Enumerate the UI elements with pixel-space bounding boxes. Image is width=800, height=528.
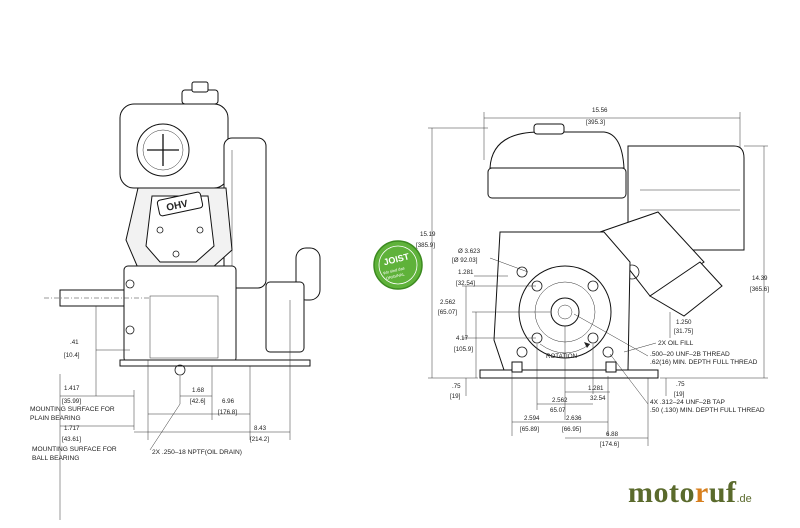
oil-drain-plug [174, 364, 186, 376]
engine-front-view: 15.56 [395.3] ROTATION [416, 107, 769, 448]
dim-15.56: 15.56 [592, 107, 608, 114]
joist-original-stamp: JOIST Wir sind das ORIGINAL [373, 240, 423, 290]
dim-dia-92.03: [Ø 92.03] [452, 257, 478, 264]
mount-hole-4 [587, 332, 599, 344]
label-rotation: ROTATION [546, 353, 577, 360]
note-thread-2: .62(16) MIN. DEPTH FULL THREAD [650, 359, 758, 366]
tank-band [487, 167, 627, 199]
note-mount-ball-2: BALL BEARING [32, 455, 79, 462]
dim-0.75-right: .75 [676, 381, 685, 388]
stamp-line-2: ORIGINAL [385, 271, 406, 281]
dim-365.6: [365.6] [750, 286, 769, 293]
dim-19-left: [19] [450, 393, 461, 400]
dim-15.56-mm: [395.3] [586, 119, 605, 126]
foot-right [605, 361, 617, 373]
front-base-plate [479, 369, 659, 379]
dim-1.250: 1.250 [676, 319, 692, 326]
dim-0.41-mm: [10.4] [64, 352, 80, 359]
dim-4.17: 4.17 [456, 335, 469, 342]
logo-text-part-2: uf [708, 476, 737, 509]
fuel-tank-front [489, 131, 625, 169]
dim-174.6: [174.6] [600, 441, 619, 448]
stamp-line-1: Wir sind das [382, 265, 405, 275]
dim-2.636: 2.636 [566, 415, 582, 422]
crankcase [123, 265, 237, 363]
dim-105.9: [105.9] [454, 346, 473, 353]
dim-1.68: 1.68 [192, 387, 205, 394]
carburetor [599, 211, 705, 297]
dim-2.594: 2.594 [524, 415, 540, 422]
note-mount-plain-1: MOUNTING SURFACE FOR [30, 406, 115, 413]
note-oil-drain: 2X .250–18 NPTF(OIL DRAIN) [152, 449, 242, 456]
dim-8.43: 8.43 [254, 425, 267, 432]
mount-hole-2 [587, 280, 599, 292]
dim-1.717-mm: [43.61] [62, 436, 81, 443]
note-oil-fill: 2X OIL FILL [658, 340, 694, 347]
dim-dia-3.623: Ø 3.623 [458, 248, 481, 255]
crankshaft-end [550, 297, 580, 327]
dim-1.68-mm: [42.6] [190, 398, 206, 405]
dim-32.54-left: [32.54] [456, 280, 475, 287]
note-tap-2: .50 (.130) MIN. DEPTH FULL THREAD [650, 407, 765, 414]
note-mount-ball-1: MOUNTING SURFACE FOR [32, 446, 117, 453]
dim-6.96-mm: [176.8] [218, 409, 237, 416]
note-tap-1: 4X .312–24 UNF–2B TAP [650, 399, 725, 406]
dim-2.562-bottom: 2.562 [552, 397, 568, 404]
logo-text-part-1: moto [628, 476, 695, 509]
dim-14.39: 14.39 [752, 275, 768, 282]
note-mount-plain-2: PLAIN BEARING [30, 415, 81, 422]
base-plate [119, 359, 311, 367]
dim-31.75: [31.75] [674, 328, 693, 335]
motoruf-logo: motoruf.de [628, 476, 752, 516]
fuel-cap-top [191, 81, 209, 93]
fuel-cap-front [533, 123, 565, 135]
dim-0.75-left: .75 [452, 383, 461, 390]
dim-15.19: 15.19 [420, 231, 436, 238]
dim-6.96: 6.96 [222, 398, 235, 405]
logo-text-accent: r [694, 476, 709, 509]
dim-65.07-bottom: 65.07 [550, 407, 566, 414]
dim-1.717: 1.717 [64, 425, 80, 432]
dim-1.417: 1.417 [64, 385, 80, 392]
muffler-body [265, 281, 305, 353]
logo-tld: .de [736, 493, 752, 505]
note-thread-1: .500–20 UNF–2B THREAD [650, 351, 730, 358]
dim-19-right: [19] [674, 391, 685, 398]
ohv-badge-text: OHV [165, 198, 189, 213]
engine-side-view: OHV .41 [1 [30, 81, 321, 520]
dim-1.281-left: 1.281 [458, 269, 474, 276]
dim-2.562-left: 2.562 [440, 299, 456, 306]
dim-1.281-bottom: 1.281 [588, 385, 604, 392]
dim-65.89: [65.89] [520, 426, 539, 433]
dim-65.07-left: [65.07] [438, 309, 457, 316]
dim-32.54-bottom: 32.54 [590, 395, 606, 402]
dim-1.417-mm: [35.99] [62, 398, 81, 405]
dim-0.41: .41 [70, 339, 79, 346]
intake-cover [649, 261, 723, 317]
dim-15.19-mm: [385.9] [416, 242, 435, 249]
foot-left [511, 361, 523, 373]
ohv-badge: OHV [156, 191, 204, 217]
dim-66.95: [66.95] [562, 426, 581, 433]
dim-6.88: 6.88 [606, 431, 619, 438]
dim-8.43-mm: [214.2] [250, 436, 269, 443]
